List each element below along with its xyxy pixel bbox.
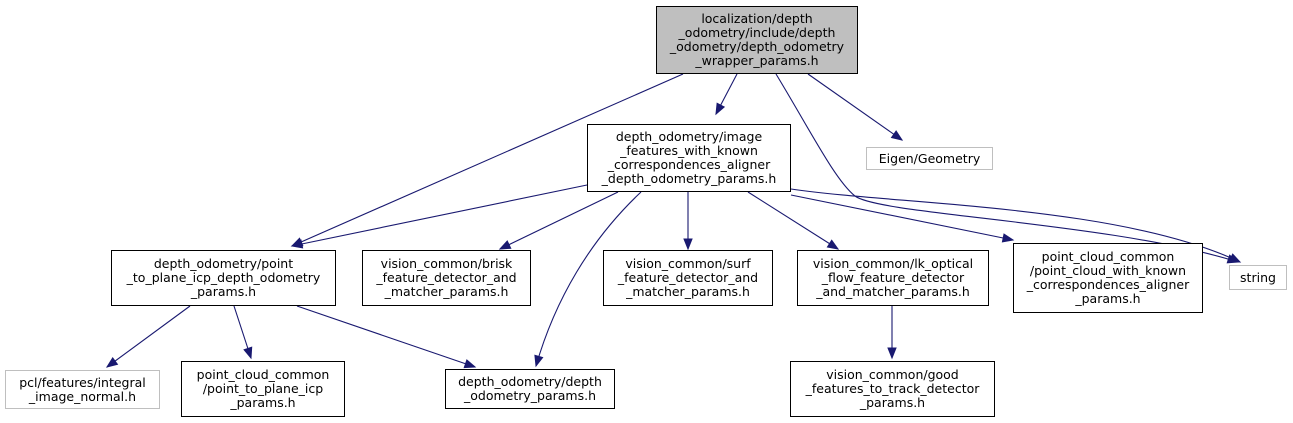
arrowhead-icon bbox=[534, 354, 544, 368]
node-lk-optical-flow-params[interactable]: vision_common/lk_optical_flow_feature_de… bbox=[797, 250, 989, 306]
arrowhead-icon bbox=[1228, 253, 1242, 263]
node-label-line: _odometry/include/depth bbox=[678, 25, 836, 40]
node-label-line: vision_common/lk_optical bbox=[812, 256, 974, 271]
edge-imgfeat-to-p2p-icp bbox=[290, 184, 588, 249]
arrowhead-icon bbox=[1001, 233, 1015, 243]
edge-line bbox=[775, 73, 1239, 263]
node-label-line: _features_to_track_detector bbox=[805, 381, 980, 396]
node-good-features-params[interactable]: vision_common/good_features_to_track_det… bbox=[790, 361, 995, 417]
edge-line bbox=[535, 191, 642, 367]
node-label-line: _image_normal.h bbox=[28, 388, 137, 404]
edge-lk-to-good-features bbox=[887, 306, 897, 360]
node-label-line: _odometry_params.h bbox=[463, 388, 596, 403]
edge-line bbox=[807, 73, 903, 141]
edge-imgfeat-to-lk bbox=[747, 191, 840, 250]
node-label-line: Eigen/Geometry bbox=[878, 150, 981, 166]
node-label-line: _params.h bbox=[1075, 291, 1141, 306]
node-label-line: vision_common/good bbox=[826, 367, 959, 382]
node-label-line: depth_odometry/image bbox=[615, 129, 763, 144]
node-label-line: _flow_feature_detector bbox=[821, 270, 965, 285]
arrowhead-icon bbox=[498, 240, 512, 250]
edge-line bbox=[747, 191, 839, 250]
node-label-line: _params.h bbox=[190, 284, 257, 299]
node-label-line: _depth_odometry_params.h bbox=[601, 171, 777, 186]
node-label-line: _correspondences_aligner bbox=[607, 157, 771, 172]
arrowhead-icon bbox=[105, 356, 119, 368]
arrowhead-icon bbox=[683, 238, 693, 251]
node-image-features-params[interactable]: depth_odometry/image_features_with_known… bbox=[587, 124, 791, 192]
edge-line bbox=[499, 191, 619, 250]
node-label-line: _params.h bbox=[859, 395, 926, 410]
edge-p2picp-to-pcl bbox=[105, 305, 191, 368]
node-label-line: _matcher_params.h bbox=[384, 284, 509, 299]
node-label-line: depth_odometry/depth bbox=[458, 374, 602, 389]
node-label-line: /point_to_plane_icp bbox=[202, 381, 324, 396]
node-label-line: _features_with_known bbox=[620, 143, 758, 158]
node-label-line: _feature_detector_and bbox=[376, 270, 517, 285]
edge-line bbox=[790, 194, 1014, 241]
node-label-line: _feature_detector_and bbox=[617, 270, 759, 285]
node-label-line: _correspondences_aligner bbox=[1026, 277, 1190, 292]
node-label-line: vision_common/surf bbox=[625, 256, 751, 271]
node-label-line: _to_plane_icp_depth_odometry bbox=[126, 270, 321, 285]
node-string[interactable]: string bbox=[1229, 265, 1287, 290]
node-label-line: point_cloud_common bbox=[1041, 249, 1175, 264]
edge-p2picp-to-depth-params bbox=[296, 305, 477, 369]
node-label-line: vision_common/brisk bbox=[380, 256, 513, 271]
arrowhead-icon bbox=[887, 347, 897, 360]
node-depth-odometry-params[interactable]: depth_odometry/depth_odometry_params.h bbox=[445, 369, 615, 409]
node-label-line: pcl/features/integral bbox=[19, 374, 146, 390]
node-label-line: _wrapper_params.h bbox=[695, 53, 819, 68]
node-point-cloud-known-params[interactable]: point_cloud_common/point_cloud_with_know… bbox=[1013, 243, 1203, 313]
node-eigen-geometry[interactable]: Eigen/Geometry bbox=[866, 147, 993, 170]
node-label-line: string bbox=[1240, 269, 1276, 285]
edge-imgfeat-to-depth-params bbox=[534, 191, 642, 368]
edge-imgfeat-to-brisk bbox=[498, 191, 619, 250]
node-label-line: /point_cloud_with_known bbox=[1029, 263, 1187, 278]
edge-line bbox=[106, 305, 191, 368]
edge-root-to-image-features bbox=[715, 73, 738, 116]
node-pcl-integral-image[interactable]: pcl/features/integral_image_normal.h bbox=[5, 370, 160, 409]
node-label-line: depth_odometry/point bbox=[153, 256, 294, 271]
node-pcc-point-to-plane-icp[interactable]: point_cloud_common/point_to_plane_icp_pa… bbox=[181, 361, 345, 417]
edge-imgfeat-to-string bbox=[790, 188, 1242, 263]
arrowhead-icon bbox=[463, 359, 477, 369]
arrowhead-icon bbox=[290, 239, 304, 249]
edge-line bbox=[296, 305, 476, 368]
edge-line bbox=[790, 188, 1241, 263]
node-label-line: _params.h bbox=[230, 395, 296, 410]
edge-imgfeat-to-pc-known bbox=[790, 194, 1015, 243]
arrowhead-icon bbox=[715, 102, 726, 116]
node-label-line: _matcher_params.h bbox=[626, 284, 750, 299]
node-label-line: point_cloud_common bbox=[196, 367, 330, 382]
edge-root-to-eigen bbox=[807, 73, 904, 141]
node-label-line: _and_matcher_params.h bbox=[816, 284, 970, 299]
node-root-wrapper-params[interactable]: localization/depth_odometry/include/dept… bbox=[656, 6, 858, 74]
edge-p2picp-to-pcc-icp bbox=[233, 305, 253, 360]
node-surf-params[interactable]: vision_common/surf_feature_detector_and_… bbox=[603, 250, 773, 306]
arrowhead-icon bbox=[890, 130, 904, 141]
edge-line bbox=[291, 184, 588, 247]
edge-root-to-string bbox=[775, 73, 1240, 264]
node-label-line: _odometry/depth_odometry bbox=[669, 39, 845, 54]
arrowhead-icon bbox=[826, 239, 840, 250]
node-brisk-params[interactable]: vision_common/brisk_feature_detector_and… bbox=[362, 250, 531, 306]
arrowhead-icon bbox=[243, 346, 253, 360]
node-point-to-plane-icp-params[interactable]: depth_odometry/point_to_plane_icp_depth_… bbox=[111, 250, 336, 306]
node-label-line: localization/depth bbox=[701, 11, 813, 26]
edge-imgfeat-to-surf bbox=[683, 192, 693, 251]
edge-line bbox=[291, 73, 684, 247]
